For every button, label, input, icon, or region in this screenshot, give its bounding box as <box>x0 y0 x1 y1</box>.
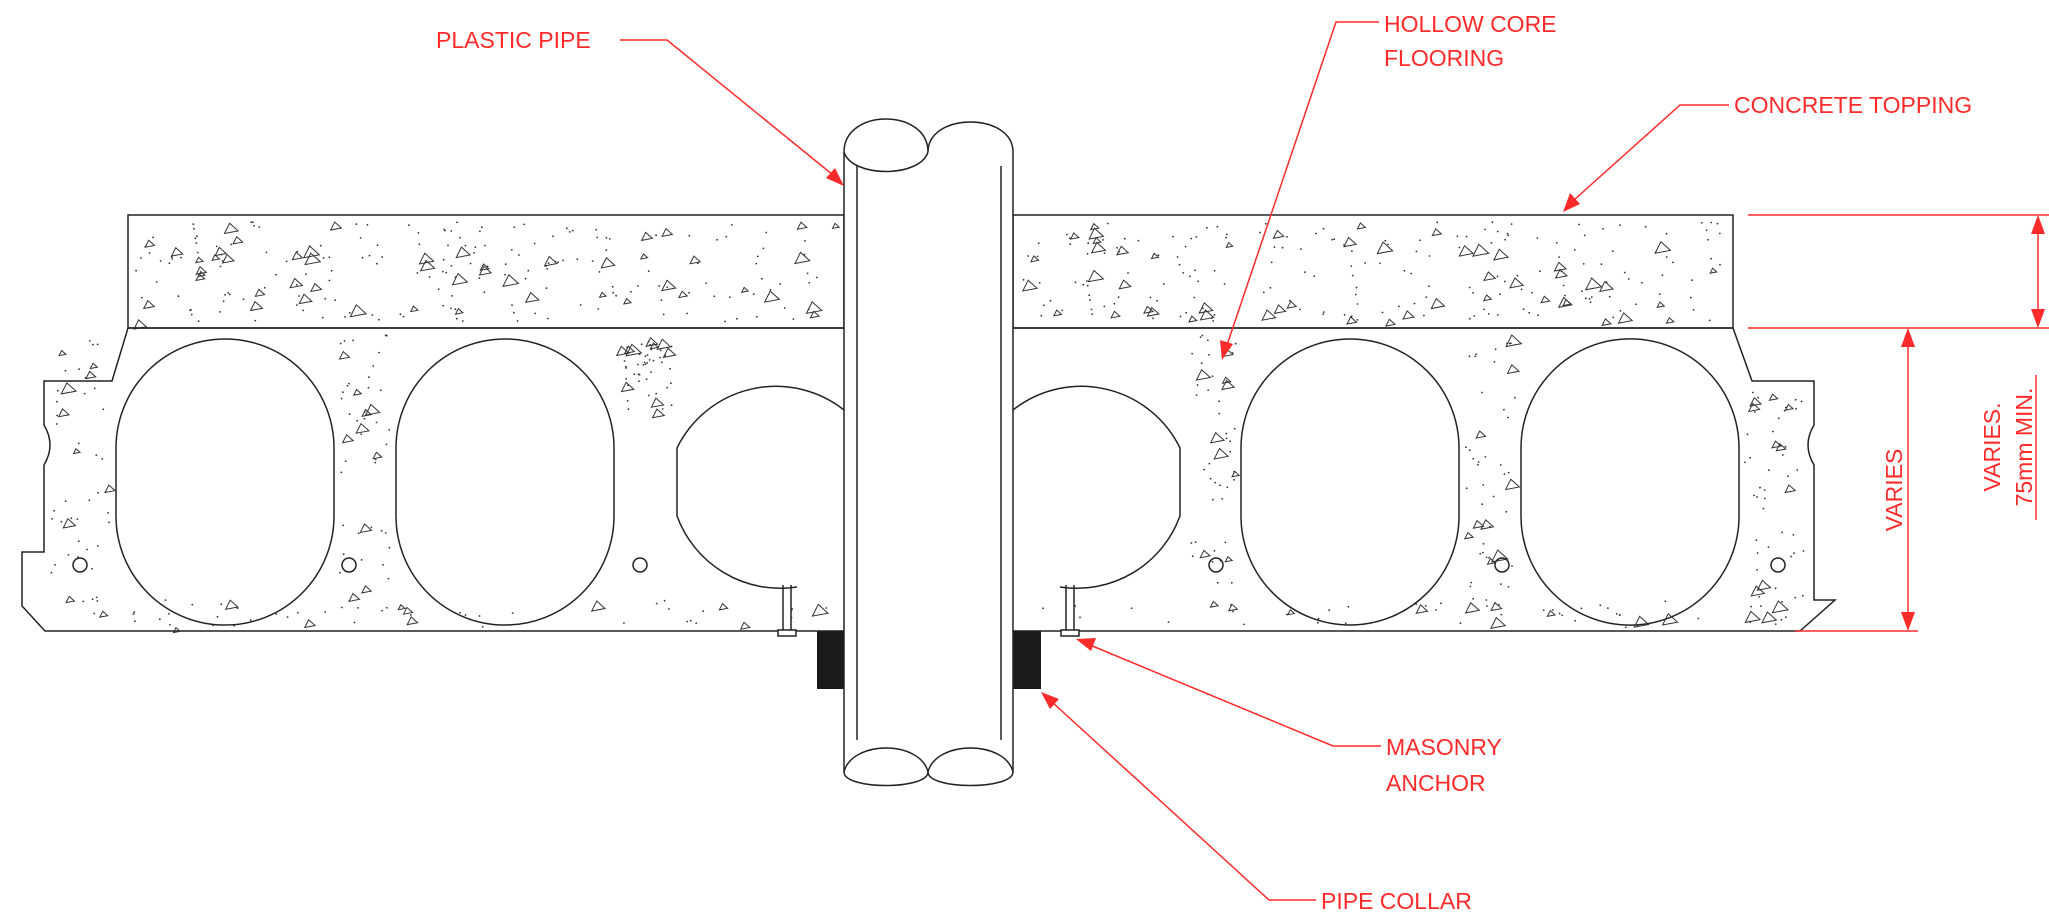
strand-icon <box>1208 557 1224 573</box>
hollow-core-slab <box>21 327 1837 634</box>
core-void-cut <box>676 385 845 590</box>
strand-icon <box>341 557 357 573</box>
masonry-anchor-left <box>777 585 797 637</box>
core-void <box>1520 338 1740 626</box>
slab-aggregate-texture <box>50 334 1805 634</box>
core-void <box>1240 338 1460 626</box>
concrete-topping-label: CONCRETE TOPPING <box>1734 92 1972 118</box>
plastic-pipe <box>843 118 1014 787</box>
masonry-anchors <box>777 585 1080 637</box>
topping-dimension-label-line2: 75mm MIN. <box>2011 388 2037 507</box>
strand-icon <box>632 557 648 573</box>
masonry-anchor-label-line2: ANCHOR <box>1386 770 1486 796</box>
masonry-anchor-right <box>1060 585 1080 637</box>
masonry-anchor-label-line1: MASONRY <box>1386 734 1502 760</box>
prestress-strands <box>72 557 1786 573</box>
hollow-core-label-line2: FLOORING <box>1384 45 1504 71</box>
strand-icon <box>1770 557 1786 573</box>
topping-dimension-label-line1: VARIES. <box>1979 402 2005 491</box>
core-void-cut <box>1012 385 1181 590</box>
plastic-pipe-label: PLASTIC PIPE <box>436 27 591 53</box>
slab-right-outline <box>1013 327 1837 632</box>
pipe-collar-label: PIPE COLLAR <box>1321 888 1472 914</box>
callouts: PLASTIC PIPE HOLLOW CORE FLOORING CONCRE… <box>436 11 1972 914</box>
core-void <box>115 338 335 626</box>
slab-left-outline <box>21 327 844 632</box>
topping-aggregate-texture <box>133 221 1721 330</box>
strand-icon <box>72 557 88 573</box>
hollow-core-label-line1: HOLLOW CORE <box>1384 11 1557 37</box>
dimension-lines: VARIES VARIES. 75mm MIN. <box>1748 214 2049 632</box>
pipe-collar <box>817 631 1041 689</box>
core-void <box>395 338 615 626</box>
varies-dimension-label: VARIES <box>1881 449 1907 532</box>
strand-icon <box>1494 557 1510 573</box>
hollow-core-voids <box>115 338 1740 626</box>
